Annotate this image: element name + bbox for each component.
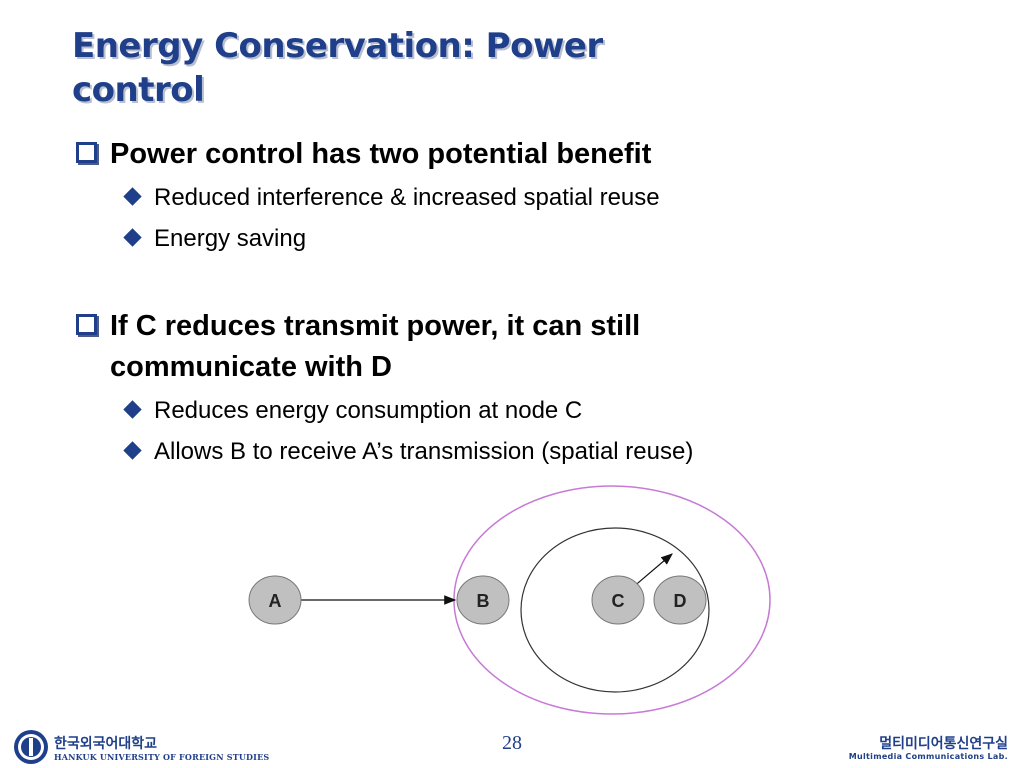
reduced-transmission-range <box>520 527 710 693</box>
bullet-1: Power control has two potential benefit <box>76 134 651 175</box>
bullet-2-sub-1-text: Reduces energy consumption at node C <box>154 397 583 424</box>
slide-title: Energy Conservation: Power control <box>72 26 603 110</box>
node-b-label: B <box>477 591 490 611</box>
lab-name-korean: 멀티미디어통신연구실 <box>879 736 1008 752</box>
bullet-1-sub-1: Reduced interference & increased spatial… <box>123 183 660 213</box>
checkbox-bullet-icon <box>76 142 97 163</box>
node-a-label: A <box>269 591 282 611</box>
power-control-diagram: A B C D <box>248 485 771 715</box>
node-a: A <box>248 575 302 625</box>
lab-name-english: Multimedia Communications Lab. <box>848 752 1008 761</box>
bullet-1-text: Power control has two potential benefit <box>110 138 652 170</box>
node-d-label: D <box>674 591 687 611</box>
page-number: 28 <box>502 732 522 754</box>
university-name-korean: 한국외국어대학교 <box>54 736 158 752</box>
bullet-2-sub-2-text: Allows B to receive A’s transmission (sp… <box>154 438 694 465</box>
node-c-label: C <box>612 591 625 611</box>
bullet-2-text: If C reduces transmit power, it can stil… <box>110 310 641 383</box>
node-d: D <box>653 575 707 625</box>
university-name-english: HANKUK UNIVERSITY OF FOREIGN STUDIES <box>54 752 270 762</box>
university-seal-icon <box>14 730 48 764</box>
bullet-2: If C reduces transmit power, it can stil… <box>76 306 806 388</box>
bullet-2-sub-2: Allows B to receive A’s transmission (sp… <box>123 437 694 467</box>
bullet-2-sub-1: Reduces energy consumption at node C <box>123 396 583 426</box>
node-b: B <box>456 575 510 625</box>
bullet-1-sub-2-text: Energy saving <box>154 225 307 252</box>
node-c: C <box>591 575 645 625</box>
checkbox-bullet-icon <box>76 314 97 335</box>
bullet-1-sub-2: Energy saving <box>123 224 307 254</box>
bullet-1-sub-1-text: Reduced interference & increased spatial… <box>154 184 660 211</box>
